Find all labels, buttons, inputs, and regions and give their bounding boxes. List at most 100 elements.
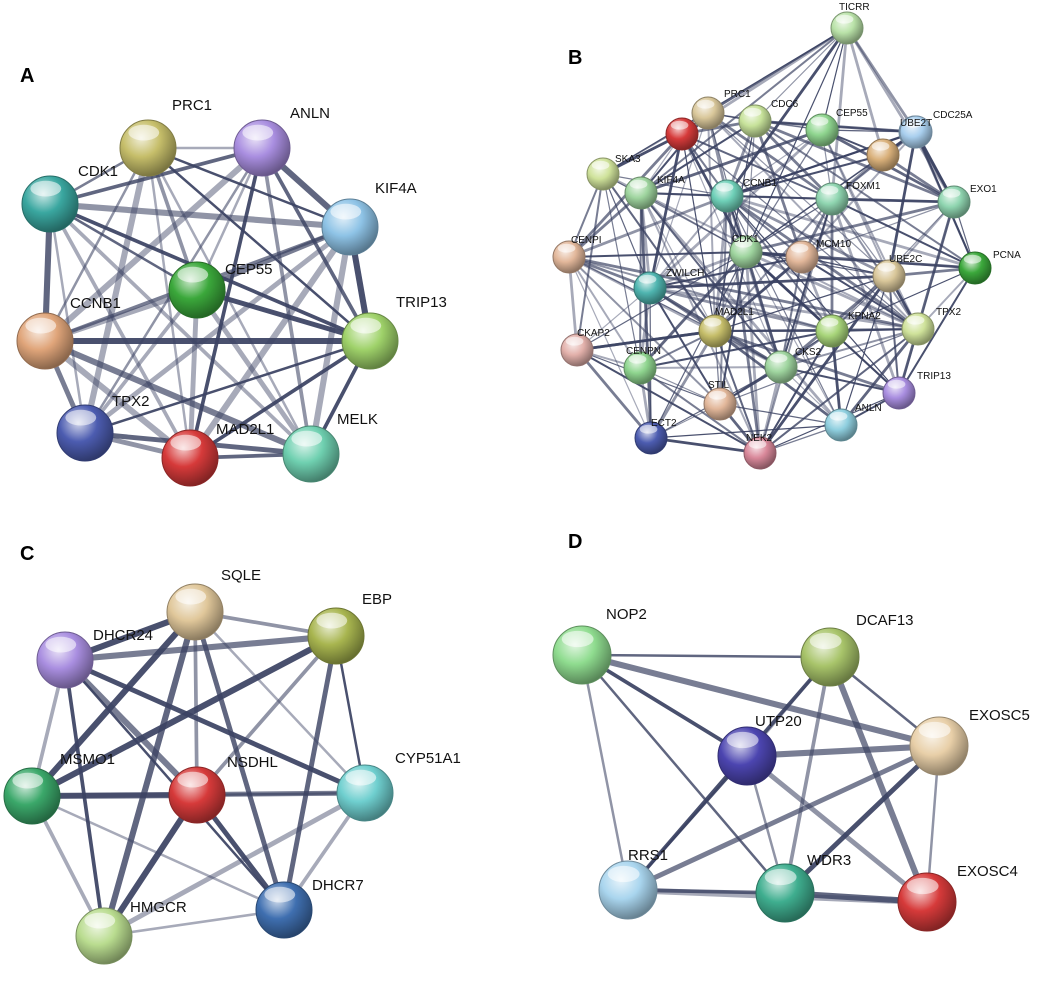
- node-highlight: [963, 254, 982, 264]
- node-ube2t[interactable]: UBE2T: [899, 115, 933, 149]
- node-exo1[interactable]: EXO1: [937, 184, 997, 219]
- edge-cenpi-cenpn: [568, 256, 641, 369]
- node-cenpn[interactable]: CENPN: [623, 346, 661, 385]
- node-ccnb1[interactable]: CCNB1: [710, 178, 777, 213]
- node-dcaf13[interactable]: DCAF13: [800, 612, 914, 687]
- node-dhcr24[interactable]: DHCR24: [36, 627, 153, 689]
- node-nsdhl[interactable]: NSDHL: [168, 754, 278, 824]
- node-highlight: [242, 124, 274, 141]
- edge-kpna2-cenpn: [639, 330, 833, 369]
- edge-yellowb-ccnb1: [726, 154, 884, 197]
- node-cks2[interactable]: CKS2: [764, 347, 822, 384]
- node-label: RRS1: [628, 847, 668, 864]
- edge-ebp-dhcr7: [281, 633, 339, 913]
- node-label: PCNA: [993, 250, 1021, 261]
- node-highlight: [330, 203, 362, 220]
- node-nop2[interactable]: NOP2: [552, 606, 647, 685]
- node-prc1[interactable]: PRC1: [119, 97, 212, 177]
- node-dhcr7[interactable]: DHCR7: [255, 877, 364, 939]
- node-melk[interactable]: MELK: [282, 411, 378, 483]
- panel-letter-c: C: [20, 543, 34, 565]
- node-label: CEP55: [836, 108, 868, 119]
- edge-red-zwilch: [648, 132, 684, 290]
- node-stil[interactable]: STIL: [703, 380, 737, 421]
- node-cep55[interactable]: CEP55: [168, 261, 273, 319]
- node-tpx2[interactable]: TPX2: [901, 307, 961, 346]
- node-utp20[interactable]: UTP20: [717, 713, 802, 786]
- node-label: CENPI: [571, 235, 602, 246]
- node-trip13[interactable]: TRIP13: [882, 371, 951, 410]
- edge-mad2l1-trip13: [713, 329, 901, 395]
- edge-cep55-ube2c: [821, 129, 890, 277]
- edge-nop2-dcaf13: [580, 653, 832, 659]
- node-mad2l1[interactable]: MAD2L1: [698, 307, 754, 348]
- node-highlight: [708, 390, 727, 400]
- node-trip13[interactable]: TRIP13: [341, 294, 447, 370]
- edge-exosc5-wdr3: [782, 743, 942, 896]
- node-mad2l1[interactable]: MAD2L1: [161, 421, 274, 487]
- node-ckap2[interactable]: CKAP2: [560, 328, 610, 367]
- edge-red-foxm1: [681, 133, 833, 200]
- edge-cdk1-ube2c: [745, 251, 890, 277]
- node-highlight: [591, 160, 610, 170]
- node-kif4a[interactable]: KIF4A: [624, 175, 685, 210]
- edge-cenpi-stil: [568, 256, 721, 405]
- edge-ska3-zwilch: [602, 173, 651, 289]
- edge-utp20-exosc4: [744, 753, 930, 905]
- node-cdk1[interactable]: CDK1: [729, 234, 763, 269]
- node-rrs1[interactable]: RRS1: [598, 847, 668, 920]
- edge-cenpn-nek2: [639, 367, 761, 454]
- node-wdr3[interactable]: WDR3: [755, 852, 851, 923]
- node-nek2[interactable]: NEK2: [743, 433, 777, 470]
- node-pcna[interactable]: PCNA: [958, 250, 1021, 285]
- edge-foxm1-exo1: [830, 197, 956, 204]
- node-zwilch[interactable]: ZWILCH: [633, 268, 704, 305]
- node-ticrr[interactable]: TICRR: [830, 2, 870, 45]
- node-ccnb1[interactable]: CCNB1: [16, 295, 121, 370]
- node-cep55[interactable]: CEP55: [805, 108, 868, 147]
- edge-zwilch-tpx2: [648, 286, 920, 331]
- node-mcm10[interactable]: MCM10: [785, 239, 851, 274]
- node-kif4a[interactable]: KIF4A: [321, 180, 417, 256]
- node-highlight: [291, 430, 323, 447]
- node-cdc6[interactable]: CDC6: [738, 99, 799, 138]
- node-sqle[interactable]: SQLE: [166, 567, 261, 641]
- node-kpna2[interactable]: KPNA2: [815, 311, 881, 348]
- node-anln[interactable]: ANLN: [233, 105, 330, 177]
- node-ect2[interactable]: ECT2: [634, 418, 677, 455]
- node-hmgcr[interactable]: HMGCR: [75, 899, 187, 965]
- node-highlight: [820, 185, 839, 195]
- node-exosc5[interactable]: EXOSC5: [909, 707, 1030, 776]
- node-anln[interactable]: ANLN: [824, 403, 882, 442]
- node-msmo1[interactable]: MSMO1: [3, 751, 115, 825]
- node-cyp51a1[interactable]: CYP51A1: [336, 750, 461, 822]
- node-ube2c[interactable]: UBE2C: [872, 254, 922, 293]
- node-prc1[interactable]: PRC1: [691, 89, 751, 130]
- node-cdk1[interactable]: CDK1: [21, 163, 118, 233]
- node-exosc4[interactable]: EXOSC4: [897, 863, 1018, 932]
- node-tpx2[interactable]: TPX2: [56, 393, 150, 462]
- node-highlight: [177, 771, 209, 788]
- node-ebp[interactable]: EBP: [307, 591, 392, 665]
- node-highlight: [350, 317, 382, 334]
- node-label: TRIP13: [396, 294, 447, 311]
- edge-nop2-exosc5: [578, 651, 943, 750]
- edge-prc1-ube2c: [707, 112, 890, 277]
- node-cenpi[interactable]: CENPI: [552, 235, 602, 274]
- node-red[interactable]: [665, 117, 699, 151]
- node-foxm1[interactable]: FOXM1: [815, 181, 881, 216]
- edge-cenpi-kpna2: [568, 256, 833, 332]
- edge-red-mad2l1: [681, 133, 716, 332]
- node-highlight: [557, 243, 576, 253]
- node-highlight: [128, 124, 160, 141]
- edge-ect2-anln: [650, 424, 842, 439]
- edge-cep55-trip13: [194, 287, 373, 344]
- node-ska3[interactable]: SKA3: [586, 154, 641, 191]
- edge-mcm10-zwilch: [649, 256, 803, 289]
- edge-kif4a-ect2: [639, 191, 653, 440]
- edge-dhcr24-cyp51a1: [62, 657, 368, 796]
- node-label: ZWILCH: [666, 268, 704, 279]
- node-label: MCM10: [816, 239, 851, 250]
- node-yellowb[interactable]: [866, 138, 900, 172]
- edge-cdc6-pcna: [754, 120, 976, 269]
